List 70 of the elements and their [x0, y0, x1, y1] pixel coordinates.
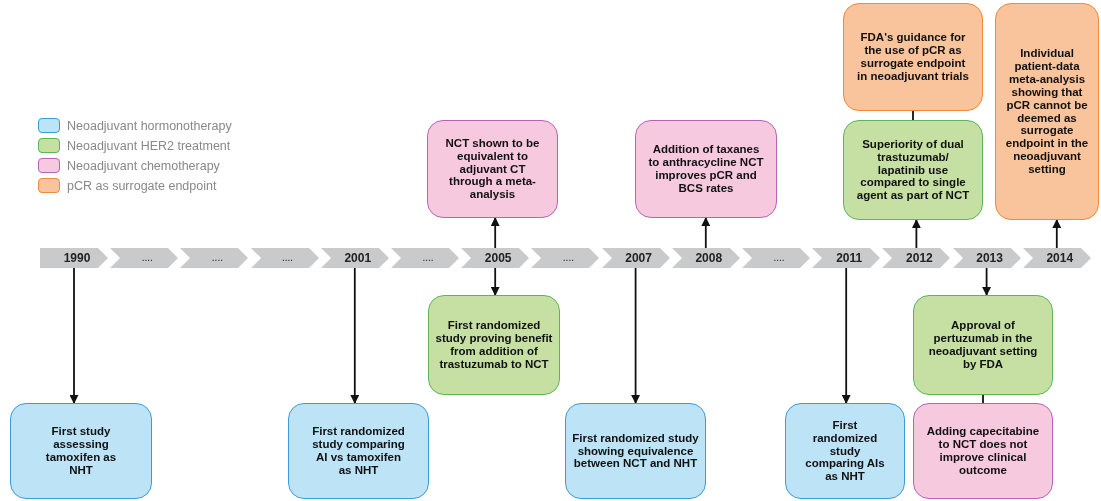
- year-label: ....: [421, 252, 435, 263]
- arrow: [490, 267, 500, 296]
- event-text: Approval of pertuzumab in the neoadjuvant setting by FDA: [927, 319, 1039, 371]
- event-text: Superiority of dual trastuzumab/ lapatinib use compared to single agent as part of NCT: [855, 137, 971, 203]
- event-text: First randomized study comparing AI vs tamoxifen as NHT: [311, 425, 406, 477]
- event-text: NCT shown to be equivalent to adjuvant CT through a meta-analysis: [444, 136, 541, 202]
- event-box: [913, 403, 1053, 499]
- year-label: 2008: [694, 251, 724, 265]
- event-box: [843, 120, 983, 220]
- event-text: First study assessing tamoxifen as NHT: [44, 425, 118, 477]
- timeline-year-segment: [461, 248, 530, 268]
- timeline-year-segment: [1022, 248, 1091, 268]
- year-label: ....: [561, 252, 575, 263]
- legend-label: Neoadjuvant hormonotherapy: [67, 118, 232, 133]
- arrow: [490, 217, 500, 249]
- event-box: [427, 120, 558, 218]
- timeline-year-segment: [601, 248, 670, 268]
- arrow: [841, 267, 851, 404]
- legend-label: pCR as surrogate endpoint: [67, 178, 217, 193]
- event-text: First randomized study proving benefit from addition of trastuzumab to NCT: [435, 319, 553, 371]
- year-label: ....: [772, 252, 786, 263]
- event-box: [10, 403, 152, 499]
- timeline-year-segment: [40, 248, 108, 268]
- arrow: [1052, 219, 1062, 249]
- year-label: 2014: [1045, 251, 1075, 265]
- year-label: ....: [281, 252, 295, 263]
- event-text: Individual patient-data meta-analysis showing that pCR cannot be deemed as surrogate endpoint in the neoadjuvant setting: [1004, 46, 1090, 177]
- timeline-year-segment: [180, 248, 249, 268]
- year-label: 2007: [624, 251, 653, 265]
- arrow: [631, 267, 641, 404]
- year-label: 2013: [975, 251, 1004, 265]
- year-label: ....: [210, 252, 224, 263]
- year-label: 1990: [62, 251, 92, 265]
- event-box: [565, 403, 706, 499]
- legend-label: Neoadjuvant HER2 treatment: [67, 138, 231, 153]
- legend-label: Neoadjuvant chemotherapy: [67, 158, 220, 173]
- timeline-year-segment: [742, 248, 810, 268]
- event-box: [428, 295, 560, 395]
- arrow: [350, 267, 360, 404]
- arrow: [701, 217, 711, 249]
- timeline-year-segment: [952, 248, 1021, 268]
- timeline-year-segment: [110, 248, 179, 268]
- arrow: [69, 267, 79, 404]
- year-label: 2001: [343, 251, 373, 265]
- event-box: [913, 295, 1053, 395]
- year-label: 2012: [905, 251, 934, 265]
- connector-line: [912, 110, 914, 121]
- timeline-year-segment: [671, 248, 740, 268]
- event-box: [288, 403, 429, 499]
- arrow: [982, 267, 992, 296]
- timeline-year-segment: [882, 248, 951, 268]
- event-box: [995, 3, 1099, 220]
- arrow: [911, 219, 921, 249]
- year-label: 2005: [483, 251, 513, 265]
- timeline-year-segment: [391, 248, 459, 268]
- timeline-year-segment: [250, 248, 319, 268]
- event-box: [785, 403, 905, 499]
- year-label: 2011: [835, 251, 864, 265]
- timeline-year-segment: [531, 248, 600, 268]
- event-text: Addition of taxanes to anthracycline NCT improves pCR and BCS rates: [648, 143, 764, 195]
- event-box: [635, 120, 777, 218]
- event-text: First randomized study showing equivalence between NCT and NHT: [572, 431, 699, 471]
- year-label: ....: [140, 252, 154, 263]
- timeline-year-segment: [320, 248, 389, 268]
- event-text: First randomized study comparing AIs as NHT: [804, 418, 886, 484]
- event-text: FDA's guidance for the use of pCR as surrogate endpoint in neoadjuvant trials: [856, 31, 970, 83]
- event-text: Adding capecitabine to NCT does not improve clinical outcome: [925, 425, 1041, 477]
- connector-line: [982, 394, 984, 404]
- timeline-year-segment: [812, 248, 881, 268]
- event-box: [843, 3, 983, 111]
